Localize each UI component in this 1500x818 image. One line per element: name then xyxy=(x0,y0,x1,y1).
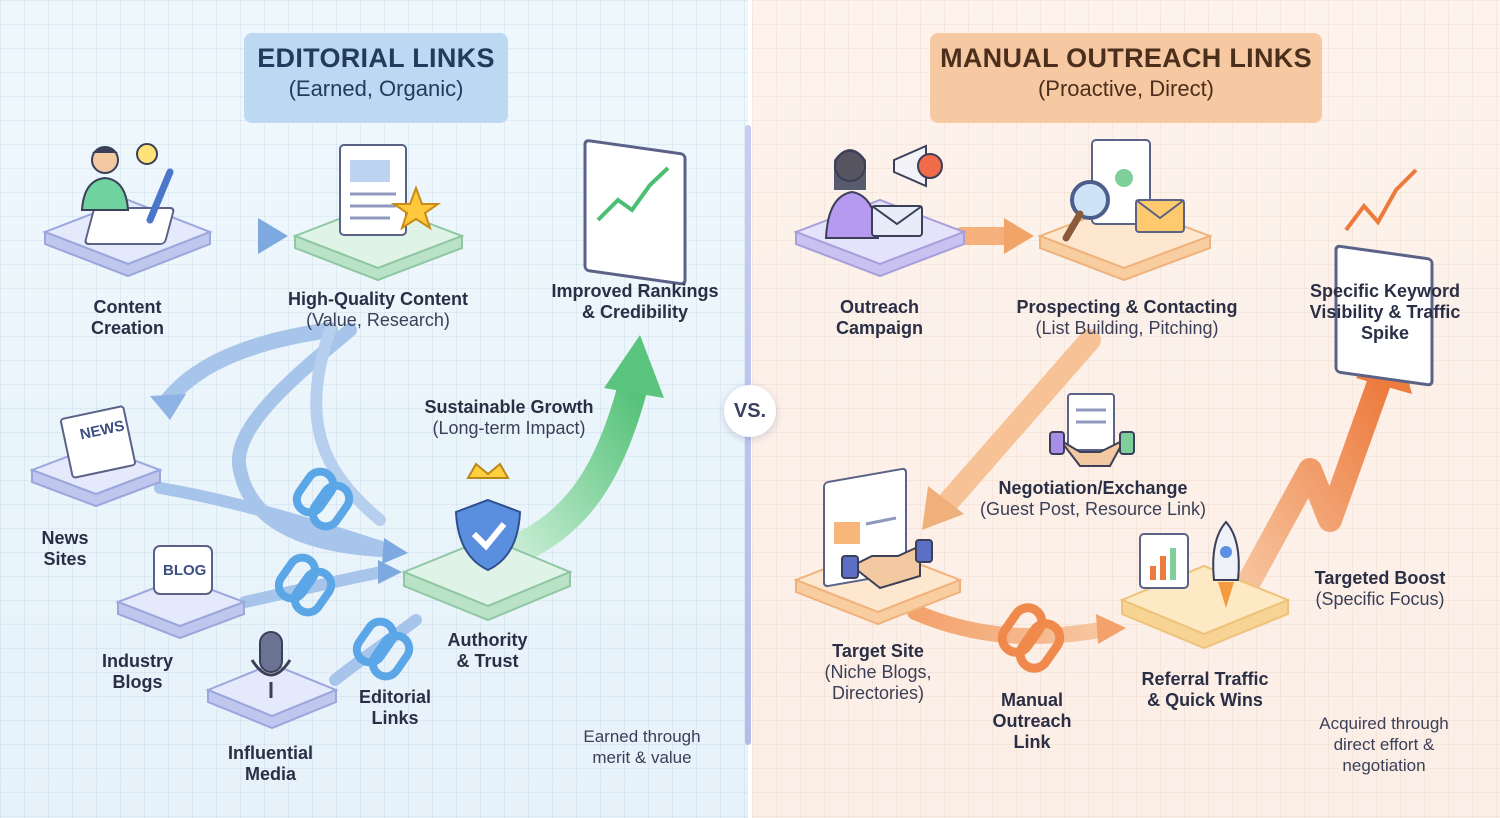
label-sustainable-growth: Sustainable Growth(Long-term Impact) xyxy=(424,397,594,438)
person-megaphone-icon xyxy=(824,144,943,239)
shield-check-icon xyxy=(454,462,522,572)
label-manual-outreach-link: Manual Outreach Link xyxy=(992,690,1072,752)
label-negotiation: Negotiation/Exchange(Guest Post, Resourc… xyxy=(979,478,1207,519)
crown-icon xyxy=(466,462,510,479)
label-referral-traffic: Referral Traffic & Quick Wins xyxy=(1141,669,1269,710)
label-outreach-campaign: Outreach Campaign xyxy=(835,297,923,338)
handshake-document-icon xyxy=(1049,393,1135,467)
document-star-icon xyxy=(339,144,442,236)
microphone-icon xyxy=(250,631,292,698)
label-editorial-links: Editorial Links xyxy=(358,687,431,728)
left-title-text: EDITORIAL LINKS xyxy=(257,43,495,73)
label-prospecting: Prospecting & Contacting(List Building, … xyxy=(1016,297,1238,338)
label-improved-rankings: Improved Rankings & Credibility xyxy=(551,281,719,322)
manual-outreach-title: MANUAL OUTREACH LINKS (Proactive, Direct… xyxy=(930,33,1322,123)
blog-bubble-icon: BLOG xyxy=(153,545,213,595)
svg-text:BLOG: BLOG xyxy=(163,562,206,579)
editorial-links-title: EDITORIAL LINKS (Earned, Organic) xyxy=(244,33,508,123)
left-subtitle-text: (Earned, Organic) xyxy=(288,76,464,101)
megaphone-icon xyxy=(893,144,927,188)
traffic-chart-icon xyxy=(1334,168,1434,387)
person-writing-icon xyxy=(80,143,175,245)
newspaper-icon: NEWS xyxy=(60,405,136,479)
label-authority-trust: Authority & Trust xyxy=(447,630,528,671)
label-industry-blogs: Industry Blogs xyxy=(101,651,173,692)
rocket-chart-icon xyxy=(1139,520,1240,608)
pen-icon xyxy=(146,168,174,224)
lightbulb-icon xyxy=(136,143,158,165)
right-subtitle-text: (Proactive, Direct) xyxy=(1037,76,1215,101)
label-influential-media: Influential Media xyxy=(228,743,313,784)
label-targeted-boost: Targeted Boost(Specific Focus) xyxy=(1314,568,1446,609)
left-footer-note: Earned through merit & value xyxy=(583,727,701,767)
label-news-sites: News Sites xyxy=(41,528,89,569)
growth-chart-icon xyxy=(583,139,687,286)
vs-badge: VS. xyxy=(724,385,776,437)
magnifier-contacts-icon xyxy=(1062,139,1185,242)
right-footer-note: Acquired through direct effort & negotia… xyxy=(1319,714,1449,775)
right-title-text: MANUAL OUTREACH LINKS xyxy=(940,43,1312,73)
chain-link-icon-orange xyxy=(997,603,1065,673)
label-content-creation: Content Creation xyxy=(90,297,164,338)
label-high-quality-content: High-Quality Content(Value, Research) xyxy=(288,289,468,330)
envelope-icon xyxy=(871,205,923,237)
website-handshake-icon xyxy=(823,467,933,590)
label-keyword-visibility: Specific Keyword Visibility & Traffic Sp… xyxy=(1309,281,1461,343)
label-target-site: Target Site(Niche Blogs, Directories) xyxy=(824,641,932,703)
chain-link-icons xyxy=(274,467,414,681)
magnifier-icon xyxy=(1070,180,1110,220)
platform-authority-trust xyxy=(401,536,573,622)
